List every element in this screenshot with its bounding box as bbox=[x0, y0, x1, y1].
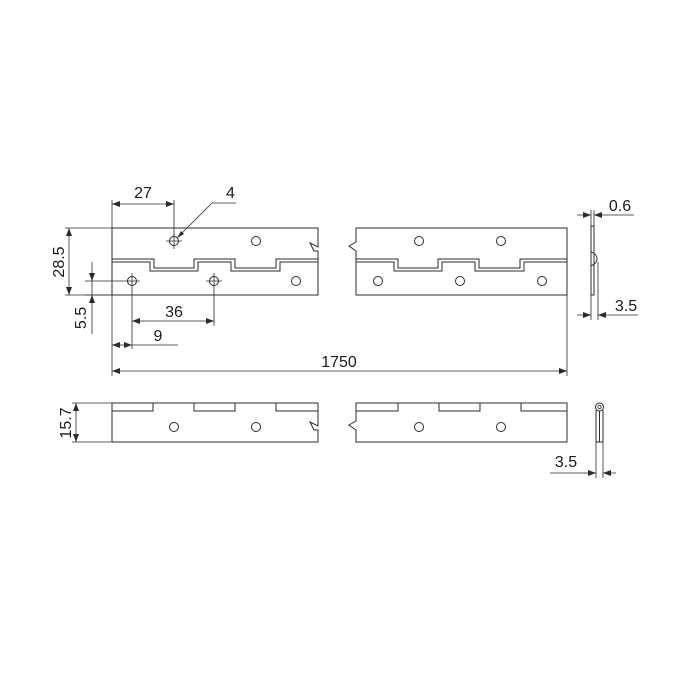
hole bbox=[251, 422, 261, 432]
hole bbox=[496, 422, 506, 432]
dim-hole-diameter-label: 4 bbox=[226, 185, 235, 202]
dim-closed-side-width-label: 3.5 bbox=[555, 454, 577, 471]
open-hinge-view bbox=[111, 227, 568, 296]
hole bbox=[455, 276, 465, 286]
knuckle-line-right bbox=[356, 258, 567, 269]
dim-hole-offset-label: 27 bbox=[134, 185, 152, 202]
dim-open-width-label: 28.5 bbox=[51, 246, 68, 277]
open-hinge-side-view: 0.6 3.5 bbox=[577, 198, 638, 320]
hole bbox=[373, 276, 383, 286]
knuckle-line-left bbox=[112, 258, 318, 269]
closed-hinge-side-view: 3.5 bbox=[550, 402, 616, 478]
knuckle-tabs-left bbox=[112, 403, 318, 412]
knuckle-tabs-right bbox=[356, 403, 567, 412]
dim-closed-height-label: 15.7 bbox=[58, 407, 75, 438]
hole bbox=[251, 236, 261, 246]
dim-hole-pitch-label: 36 bbox=[165, 304, 183, 321]
closed-hinge-left-segment bbox=[111, 402, 319, 443]
closed-hinge-right-segment bbox=[348, 402, 568, 443]
open-hinge-dimensions: 27 4 28.5 5.5 36 9 1750 bbox=[51, 185, 568, 376]
hole bbox=[169, 422, 179, 432]
dim-total-length-label: 1750 bbox=[321, 354, 357, 371]
hole bbox=[537, 276, 547, 286]
dim-side-width-label: 3.5 bbox=[615, 298, 637, 315]
hole-centerline-cross bbox=[124, 233, 222, 289]
hole bbox=[291, 276, 301, 286]
closed-hinge-dimensions: 15.7 bbox=[58, 402, 112, 443]
dim-hole-edge-offset-label: 9 bbox=[154, 328, 163, 345]
knuckle-line-right-lower bbox=[356, 261, 567, 272]
hole bbox=[414, 236, 424, 246]
knuckle-line-left-lower bbox=[112, 261, 318, 272]
dim-leaf-thickness-label: 0.6 bbox=[609, 198, 631, 215]
closed-hinge-view bbox=[111, 402, 568, 443]
hole bbox=[496, 236, 506, 246]
dim-hole-row-offset-label: 5.5 bbox=[73, 307, 90, 329]
hole bbox=[414, 422, 424, 432]
